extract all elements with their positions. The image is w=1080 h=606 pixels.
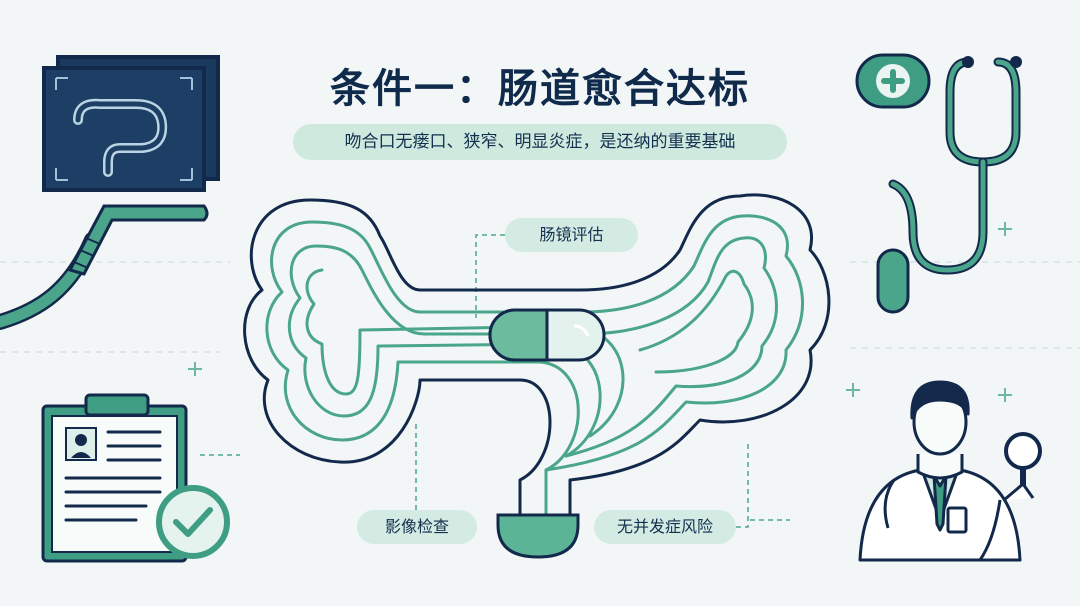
page-title: 条件一：肠道愈合达标 <box>330 66 750 112</box>
xray-film-icon <box>42 55 220 192</box>
stethoscope-icon <box>876 56 1022 314</box>
doctor-icon <box>858 380 1042 562</box>
capsule-icon <box>488 308 606 362</box>
clipboard-report-icon <box>41 393 188 563</box>
intestine-end <box>496 513 580 559</box>
medical-cross-badge-icon <box>855 53 931 109</box>
label-imaging-exam: 影像检查 <box>357 510 477 544</box>
label-no-complication-risk: 无并发症风险 <box>594 510 736 544</box>
intestine-illustration <box>243 193 831 532</box>
subtitle-banner: 吻合口无瘘口、狭窄、明显炎症，是还纳的重要基础 <box>293 124 787 160</box>
sparkle-icons <box>188 222 1012 402</box>
check-circle-icon <box>156 485 230 559</box>
endoscope-tube-icon <box>0 204 209 330</box>
label-endoscopy-assessment: 肠镜评估 <box>505 218 638 252</box>
